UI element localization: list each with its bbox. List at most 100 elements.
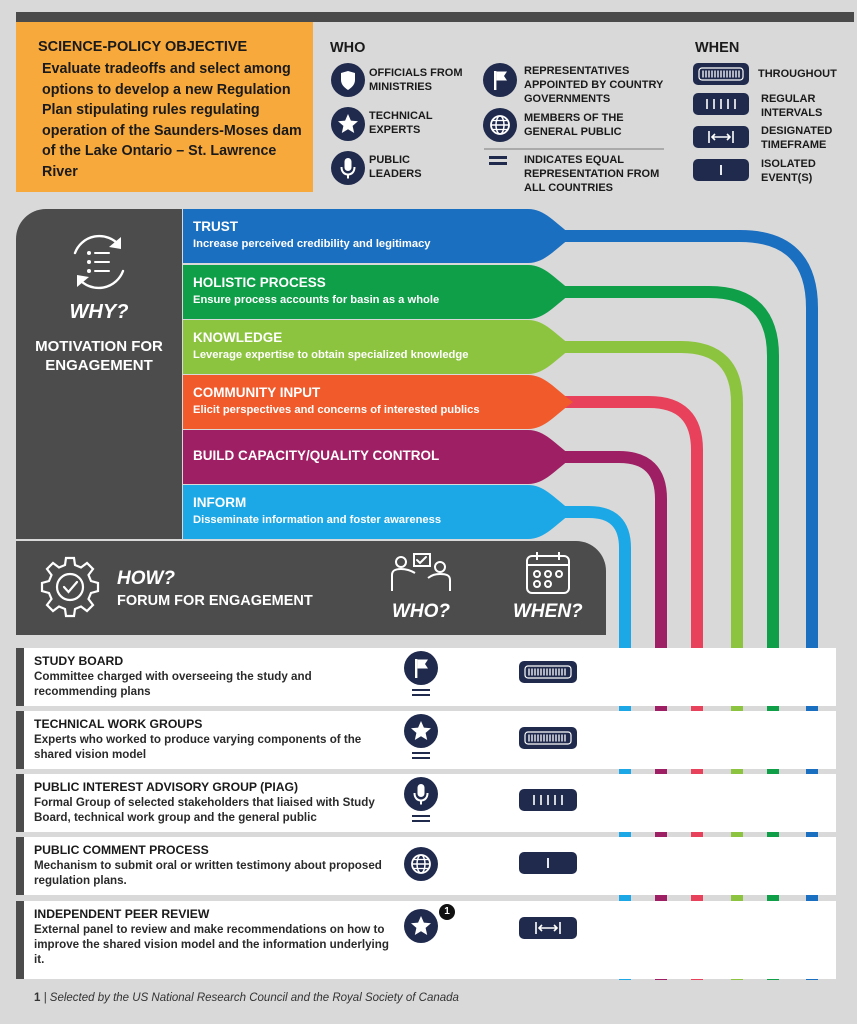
star-icon	[404, 909, 438, 943]
how-question: HOW?	[117, 568, 176, 589]
throughout-icon	[519, 661, 577, 683]
microphone-icon	[331, 151, 365, 185]
flow-ribbon-holistic	[520, 286, 779, 980]
equals-icon	[412, 752, 430, 759]
motivation-desc: Elicit perspectives and concerns of inte…	[193, 404, 480, 416]
why-question: WHY?	[69, 301, 129, 323]
legend-who-label-officials: OFFICIALS FROM MINISTRIES	[369, 67, 463, 93]
legend-who-label-leaders: PUBLIC LEADERS	[369, 154, 422, 180]
motivation-desc: Increase perceived credibility and legit…	[193, 238, 431, 250]
equals-icon	[412, 815, 430, 822]
row-accent-bar	[16, 648, 24, 706]
star-icon	[331, 107, 365, 141]
row-accent-bar	[16, 774, 24, 832]
motivation-title: INFORM	[193, 495, 247, 510]
legend-when-label-designated: DESIGNATED TIMEFRAME	[761, 125, 833, 151]
forum-title: PUBLIC COMMENT PROCESS	[34, 843, 209, 857]
legend-when-label-isolated: ISOLATED EVENT(S)	[761, 158, 816, 184]
globe-icon	[483, 108, 517, 142]
forum-row-study-board: STUDY BOARD Committee charged with overs…	[16, 648, 836, 706]
forum-title: PUBLIC INTEREST ADVISORY GROUP (PIAG)	[34, 780, 299, 794]
forum-title: INDEPENDENT PEER REVIEW	[34, 907, 210, 921]
footnote-number: 1	[34, 992, 41, 1004]
who-column-header: WHO?	[392, 601, 451, 622]
legend-when-label-regular: REGULAR INTERVALS	[761, 93, 823, 119]
legend-who-title: WHO	[330, 40, 366, 56]
gear-check-icon	[40, 556, 100, 618]
forum-desc: External panel to review and make recomm…	[34, 923, 389, 966]
flow-ribbon-trust	[520, 230, 818, 980]
motivation-band-knowledge: KNOWLEDGE Leverage expertise to obtain s…	[183, 320, 573, 374]
row-accent-bar	[16, 711, 24, 769]
motivation-title: COMMUNITY INPUT	[193, 385, 321, 400]
motivation-desc: Ensure process accounts for basin as a w…	[193, 294, 440, 306]
flow-ribbon-capacity	[540, 451, 667, 980]
legend-who-label-equal: INDICATES EQUAL REPRESENTATION FROM ALL …	[524, 154, 660, 194]
globe-icon	[404, 847, 438, 881]
footnote-marker-badge: 1	[439, 904, 455, 920]
legend-when-title: WHEN	[695, 40, 740, 56]
equals-icon	[412, 689, 430, 696]
regular-intervals-icon	[519, 789, 577, 811]
objective-title: SCIENCE-POLICY OBJECTIVE	[38, 39, 248, 55]
top-bar	[16, 12, 854, 22]
badge-icon	[331, 63, 365, 97]
forum-row-peer-review: INDEPENDENT PEER REVIEW External panel t…	[16, 901, 836, 979]
why-subtitle: MOTIVATION FOR ENGAGEMENT	[35, 338, 163, 374]
legend-who-label-public: MEMBERS OF THE GENERAL PUBLIC	[524, 112, 624, 138]
forum-desc: Mechanism to submit oral or written test…	[34, 859, 382, 887]
motivation-band-inform: INFORM Disseminate information and foste…	[183, 485, 573, 539]
isolated-event-icon	[519, 852, 577, 874]
motivation-title: BUILD CAPACITY/QUALITY CONTROL	[193, 448, 440, 463]
forum-row-public-comment: PUBLIC COMMENT PROCESS Mechanism to subm…	[16, 837, 836, 895]
legend-who-label-representatives: REPRESENTATIVES APPOINTED BY COUNTRY GOV…	[524, 65, 664, 105]
objective-box: SCIENCE-POLICY OBJECTIVE Evaluate tradeo…	[16, 22, 313, 192]
forum-desc: Experts who worked to produce varying co…	[34, 733, 362, 761]
regular-intervals-icon	[693, 93, 749, 115]
forum-desc: Committee charged with overseeing the st…	[34, 670, 312, 698]
star-icon	[404, 714, 438, 748]
legend-separator	[484, 148, 664, 150]
flag-icon	[483, 63, 517, 97]
flow-ribbon-community	[540, 396, 703, 980]
flow-ribbon-knowledge	[520, 341, 743, 980]
motivation-desc: Leverage expertise to obtain specialized…	[193, 349, 469, 361]
flow-ribbon-inform	[540, 506, 631, 980]
forum-row-technical-work-groups: TECHNICAL WORK GROUPS Experts who worked…	[16, 711, 836, 769]
footnote-text: | Selected by the US National Research C…	[43, 992, 459, 1004]
forum-title: STUDY BOARD	[34, 654, 124, 668]
forum-title: TECHNICAL WORK GROUPS	[34, 717, 203, 731]
when-column-header: WHEN?	[513, 601, 583, 622]
legend-who-label-experts: TECHNICAL EXPERTS	[369, 110, 433, 136]
motivation-band-holistic-process: HOLISTIC PROCESS Ensure process accounts…	[183, 265, 573, 319]
isolated-event-icon	[693, 159, 749, 181]
motivation-desc: Disseminate information and foster aware…	[193, 514, 442, 526]
motivation-title: HOLISTIC PROCESS	[193, 275, 326, 290]
designated-timeframe-icon	[519, 917, 577, 939]
motivation-band-build-capacity: BUILD CAPACITY/QUALITY CONTROL	[183, 430, 573, 484]
motivation-band-trust: TRUST Increase perceived credibility and…	[183, 209, 573, 263]
legend-when-label-throughout: THROUGHOUT	[758, 68, 837, 80]
motivation-title: KNOWLEDGE	[193, 330, 283, 345]
forum-row-piag: PUBLIC INTEREST ADVISORY GROUP (PIAG) Fo…	[16, 774, 836, 832]
objective-text: Evaluate tradeoffs and select among opti…	[42, 61, 302, 180]
throughout-icon	[519, 727, 577, 749]
designated-timeframe-icon	[693, 126, 749, 148]
why-panel: WHY? MOTIVATION FOR ENGAGEMENT	[16, 209, 182, 539]
row-accent-bar	[16, 837, 24, 895]
throughout-icon	[693, 63, 749, 85]
row-accent-bar	[16, 901, 24, 979]
how-subtitle: FORUM FOR ENGAGEMENT	[117, 593, 313, 609]
motivation-title: TRUST	[193, 219, 238, 234]
motivation-band-community-input: COMMUNITY INPUT Elicit perspectives and …	[183, 375, 573, 429]
forum-desc: Formal Group of selected stakeholders th…	[34, 796, 375, 824]
how-panel: HOW? FORUM FOR ENGAGEMENT WHO?	[16, 541, 606, 635]
people-meeting-icon	[391, 553, 451, 591]
footnote: 1 | Selected by the US National Research…	[34, 992, 459, 1004]
equals-icon	[489, 156, 507, 165]
microphone-icon	[404, 777, 438, 811]
flag-icon	[404, 651, 438, 685]
checklist-cycle-icon	[73, 234, 125, 290]
calendar-icon	[526, 552, 570, 594]
